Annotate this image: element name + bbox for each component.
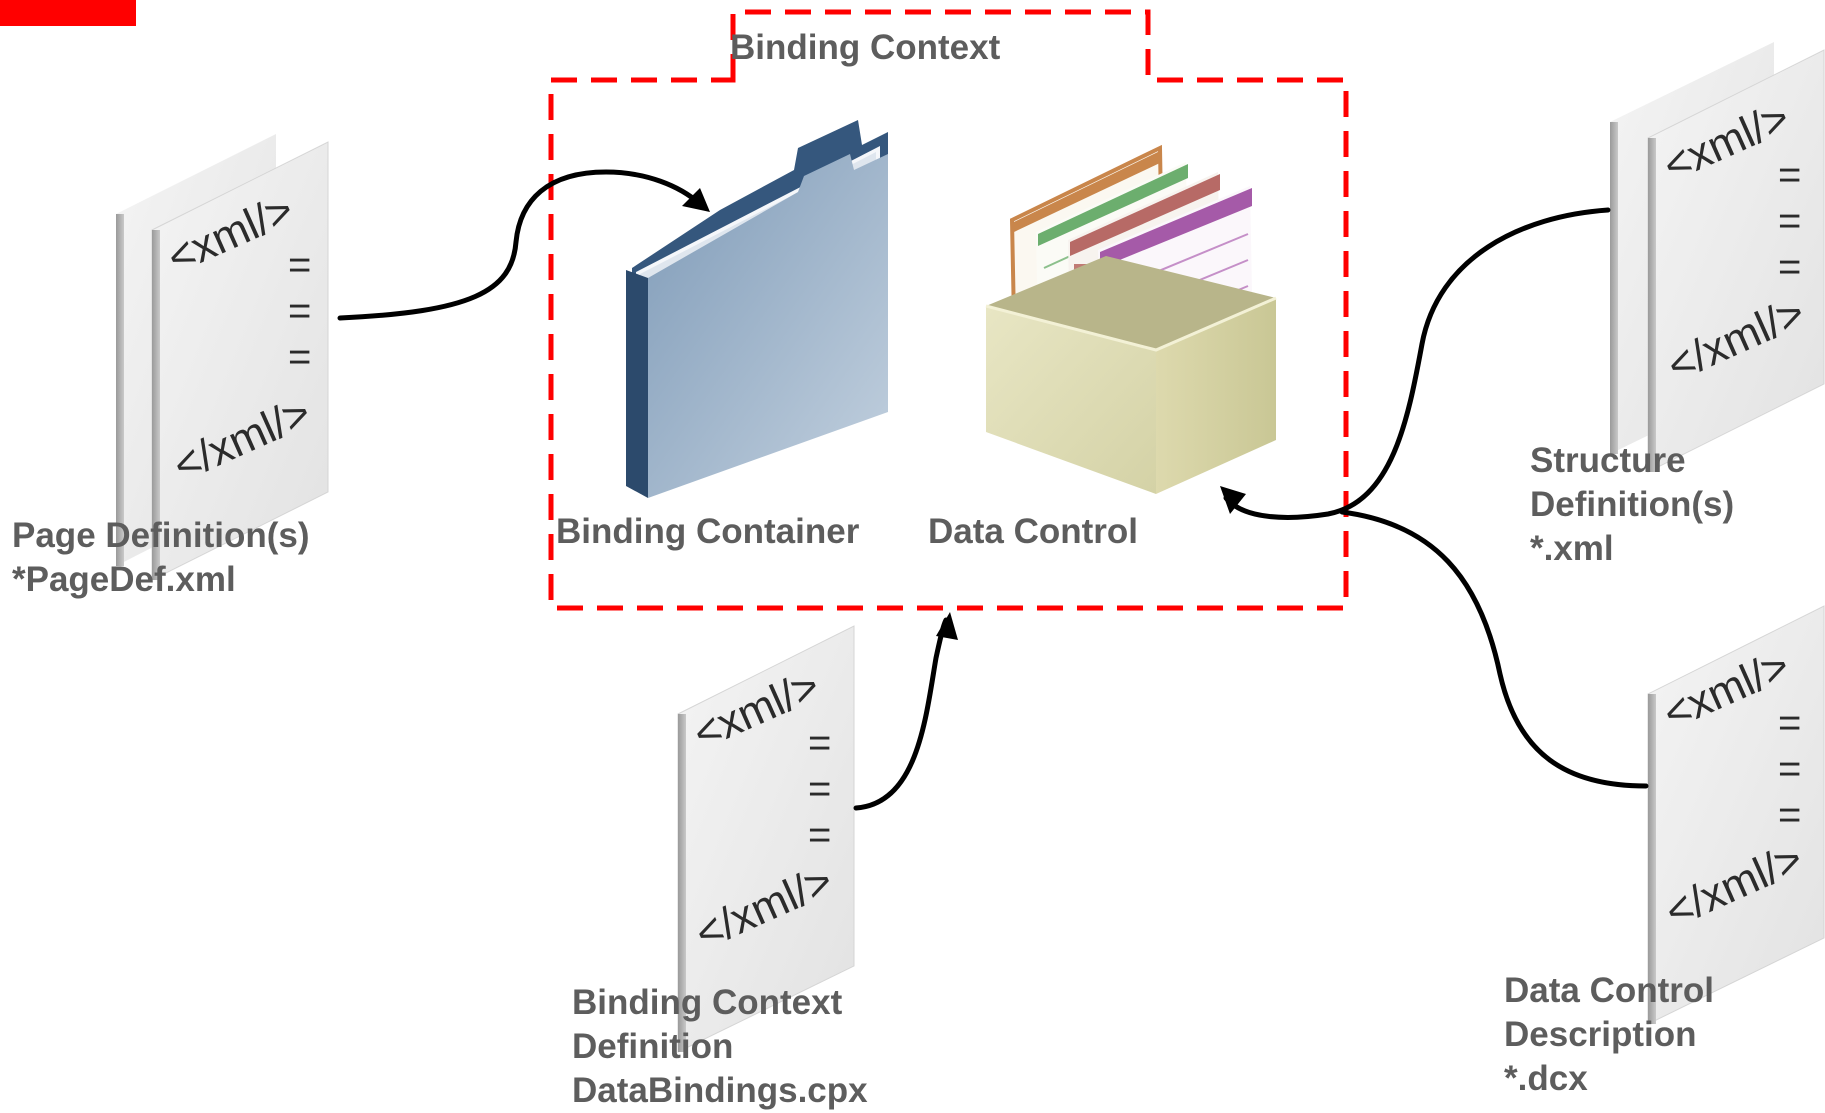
data-control-description-label: Data Control Description *.dcx (1504, 971, 1714, 1098)
xml-equals: = (1778, 199, 1801, 243)
xml-equals: = (288, 289, 311, 333)
file-box-icon (985, 144, 1277, 494)
arrowheads (682, 188, 1246, 640)
connector-structure-to-data-control (1223, 207, 1611, 520)
connectors (337, 169, 1649, 811)
xml-equals: = (808, 813, 831, 857)
structure-definition-label: Structure Definition(s) *.xml (1530, 441, 1735, 568)
xml-equals: = (1778, 153, 1801, 197)
data-control-label: Data Control (928, 512, 1138, 551)
arrowhead-binding-context (936, 612, 958, 640)
data-control-description-doc-icon: <xml/> = = = </xml/> (1647, 605, 1825, 1025)
binding-context-border (548, 9, 1349, 611)
arrowhead-binding-container (682, 188, 710, 212)
xml-equals: = (1778, 793, 1801, 837)
structure-definition-doc-icon: <xml/> = = = </xml/> (1610, 42, 1825, 473)
xml-equals: = (808, 767, 831, 811)
xml-equals: = (1778, 747, 1801, 791)
binding-container-label: Binding Container (556, 512, 860, 551)
xml-equals: = (1778, 245, 1801, 289)
xml-equals: = (1778, 701, 1801, 745)
connector-pagedef-to-binding-container (337, 169, 703, 321)
folder-icon (626, 120, 888, 498)
binding-context-title: Binding Context (730, 28, 1001, 67)
binding-context-definition-label: Binding Context Definition DataBindings.… (572, 983, 868, 1110)
xml-equals: = (808, 721, 831, 765)
connector-dcx-to-junction (1339, 509, 1649, 789)
page-definition-doc-icon: <xml/> = = = </xml/> (116, 134, 329, 581)
xml-equals: = (288, 335, 311, 379)
xml-equals: = (288, 243, 311, 287)
page-definition-label: Page Definition(s) *PageDef.xml (12, 516, 310, 599)
connector-databindings-to-binding-context (853, 617, 949, 811)
corner-mark (0, 0, 136, 26)
arrowhead-data-control (1220, 486, 1246, 514)
